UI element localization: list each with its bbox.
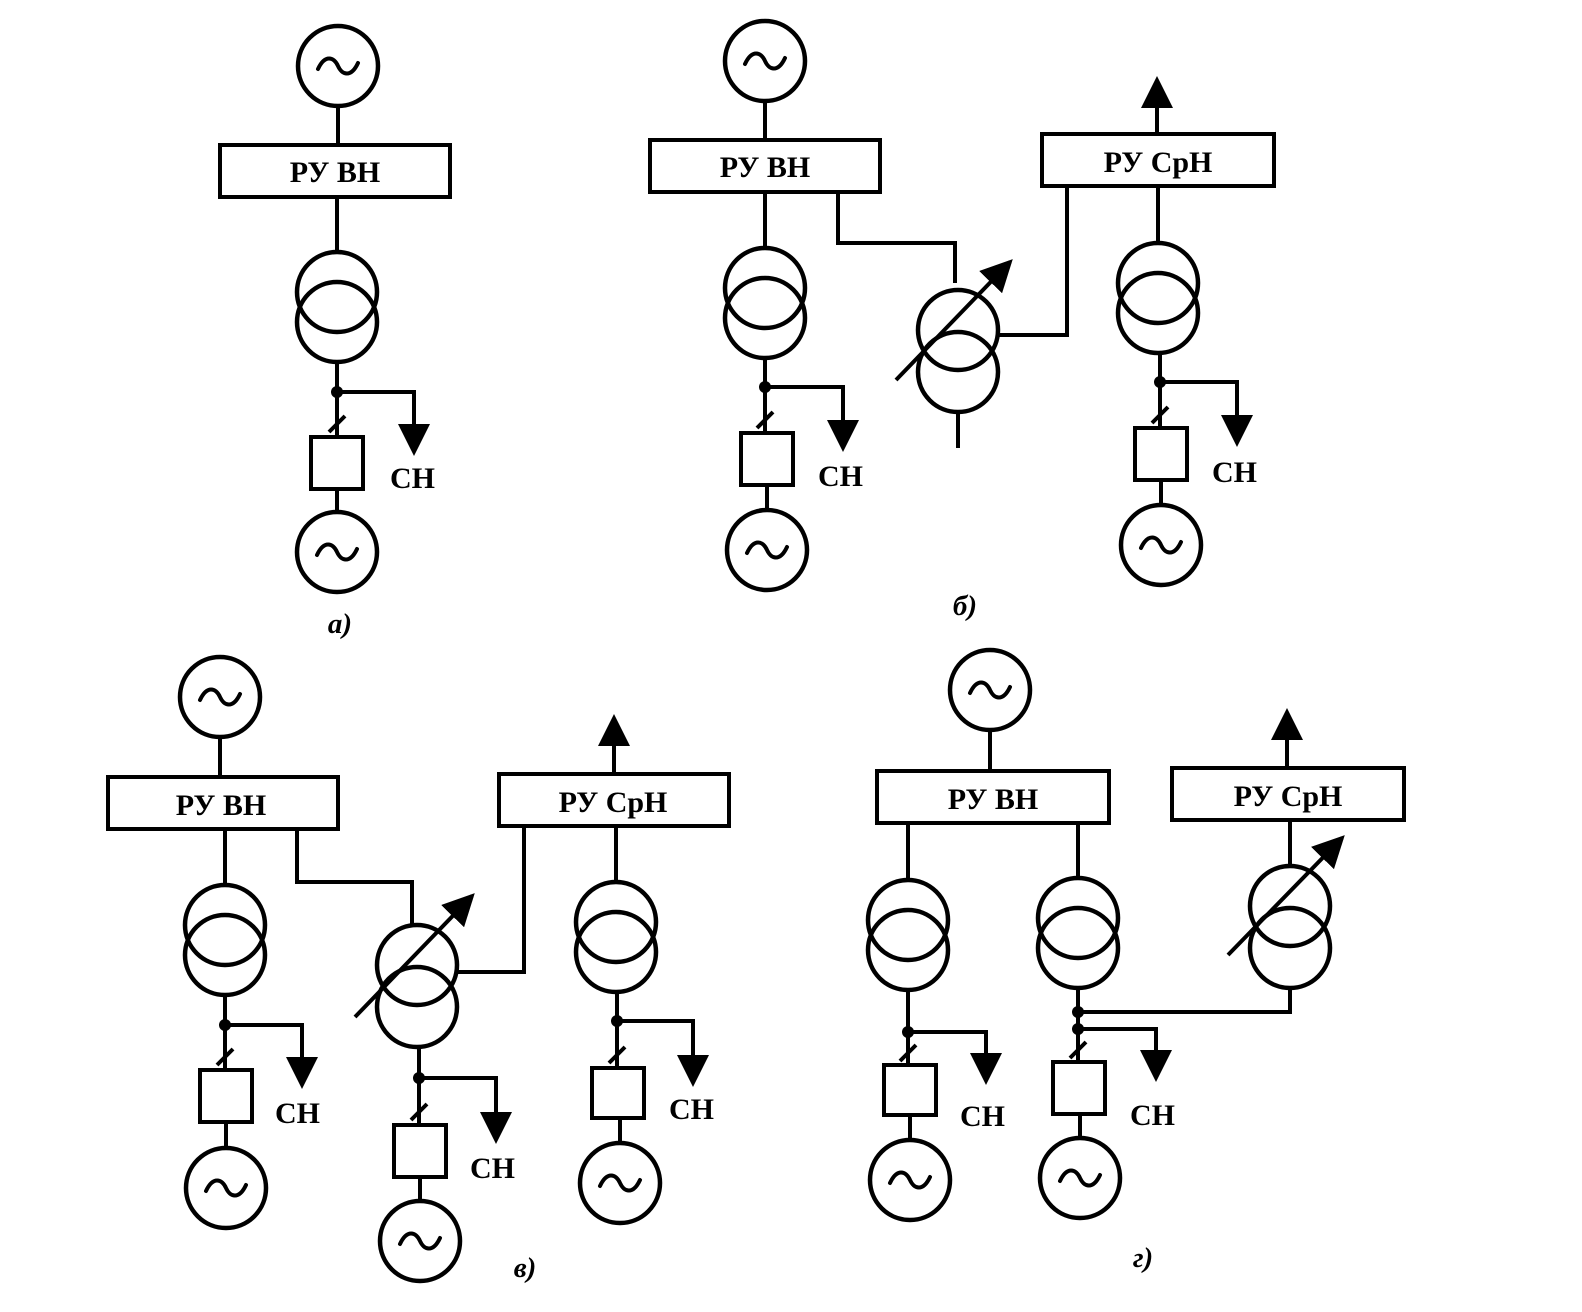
generator2-g bbox=[1037, 1135, 1123, 1221]
generator-tilde-g2 bbox=[888, 1170, 932, 1190]
aux-label2-v: СН bbox=[669, 1093, 714, 1126]
generator-tilde-v2 bbox=[204, 1178, 248, 1198]
generator-tilde-v3 bbox=[398, 1231, 442, 1251]
generator1-g bbox=[867, 1137, 953, 1223]
aux-label1-g: СН bbox=[960, 1100, 1005, 1133]
aux-label-at-v: СН bbox=[470, 1152, 515, 1185]
bus-hv-label-a: РУ ВН bbox=[290, 156, 380, 189]
aux-feeder-at-v bbox=[419, 1076, 512, 1144]
autotransformer-hv-link-v bbox=[295, 829, 414, 925]
bus-hv-v bbox=[106, 775, 340, 831]
transformer2-upper-winding-g bbox=[1035, 875, 1121, 961]
autotransformer-hv-link-b bbox=[836, 192, 957, 283]
circuit-breaker-b bbox=[739, 431, 795, 487]
generator-b bbox=[724, 507, 810, 593]
disconnector-mark1-g bbox=[898, 1043, 918, 1063]
circuit-breaker1-g bbox=[882, 1063, 938, 1117]
autotransformer-mv-link-v bbox=[457, 826, 526, 974]
autotransformer-upper-winding-g bbox=[1247, 863, 1333, 949]
autotransformer-lower-winding-g bbox=[1247, 905, 1333, 991]
scheme-g: РУ ВН СН СН РУ СрН bbox=[865, 647, 1406, 1274]
transformer2-upper-winding-b bbox=[1115, 240, 1201, 326]
transformer2-upper-winding-v bbox=[573, 879, 659, 965]
aux-feeder2-v bbox=[617, 1019, 709, 1087]
scheme-a: РУ ВН СН а) bbox=[218, 23, 452, 640]
caption-b: б) bbox=[953, 590, 977, 622]
bus-mv-label-v: РУ СрН bbox=[559, 786, 668, 819]
scheme-b: РУ ВН СН РУ СрН СН б) bbox=[648, 18, 1276, 622]
generator-v bbox=[183, 1145, 269, 1231]
disconnector-mark-a bbox=[327, 414, 347, 434]
caption-a: а) bbox=[328, 608, 352, 640]
aux-feeder2-g bbox=[1078, 1027, 1172, 1082]
generator-tilde-a2 bbox=[315, 542, 359, 562]
circuit-breaker-v bbox=[198, 1068, 254, 1124]
generator-tilde-v4 bbox=[598, 1173, 642, 1193]
aux-label-a: СН bbox=[390, 462, 435, 495]
generator-tilde-b2 bbox=[745, 540, 789, 560]
circuit-breaker-a bbox=[309, 435, 365, 491]
autotransformer-upper-winding-b bbox=[915, 287, 1001, 373]
disconnector-mark-at-v bbox=[409, 1102, 429, 1122]
caption-v: в) bbox=[514, 1252, 537, 1284]
autotransformer-upper-winding-v bbox=[374, 922, 460, 1008]
aux-feeder-b bbox=[765, 385, 859, 452]
aux-feeder-v bbox=[225, 1023, 318, 1089]
bus-hv-label-g: РУ ВН bbox=[948, 783, 1038, 816]
disconnector-mark-v bbox=[215, 1047, 235, 1067]
caption-g: г) bbox=[1133, 1242, 1153, 1274]
transformer1-upper-winding-g bbox=[865, 877, 951, 963]
disconnector-mark2-b bbox=[1150, 405, 1170, 425]
aux-label-v: СН bbox=[275, 1097, 320, 1130]
circuit-breaker2-g bbox=[1051, 1060, 1107, 1116]
regulation-arrow-g bbox=[1226, 835, 1345, 957]
generator-tilde-g3 bbox=[1058, 1168, 1102, 1188]
transformer-upper-winding-a bbox=[294, 249, 380, 335]
scheme-v: РУ ВН СН СН РУ СрН bbox=[106, 654, 731, 1284]
aux-feeder2-b bbox=[1160, 380, 1253, 447]
bus-mv-b bbox=[1040, 132, 1276, 188]
regulation-arrow-v bbox=[353, 893, 475, 1019]
transformer-upper-winding-b bbox=[722, 245, 808, 331]
generator-tilde-g1 bbox=[968, 680, 1012, 700]
generator-tilde-v1 bbox=[198, 687, 242, 707]
generator-tilde-a1 bbox=[316, 56, 360, 76]
aux-label-b: СН bbox=[818, 460, 863, 493]
generator-at-v bbox=[377, 1198, 463, 1284]
autotransformer-lv-link-g bbox=[1078, 988, 1292, 1014]
bus-hv-b bbox=[648, 138, 882, 194]
disconnector-mark2-g bbox=[1068, 1040, 1088, 1060]
aux-feeder-a bbox=[337, 390, 430, 456]
aux-feeder1-g bbox=[908, 1030, 1002, 1085]
aux-label2-b: СН bbox=[1212, 456, 1257, 489]
generator-tilde-b3 bbox=[1139, 535, 1183, 555]
circuit-breaker-at-v bbox=[392, 1123, 448, 1179]
generator2-b bbox=[1118, 502, 1204, 588]
bus-hv-a bbox=[218, 143, 452, 199]
autotransformer-mv-link-b bbox=[998, 186, 1069, 337]
bus-hv-label-v: РУ ВН bbox=[176, 789, 266, 822]
bus-hv-label-b: РУ ВН bbox=[720, 151, 810, 184]
regulation-arrow-b bbox=[894, 259, 1013, 382]
disconnector-mark2-v bbox=[607, 1045, 627, 1065]
circuit-breaker2-b bbox=[1133, 426, 1189, 482]
bus-hv-g bbox=[875, 769, 1111, 825]
aux-label2-g: СН bbox=[1130, 1099, 1175, 1132]
generator2-v bbox=[577, 1140, 663, 1226]
disconnector-mark-b bbox=[755, 410, 775, 430]
bus-mv-label-g: РУ СрН bbox=[1234, 780, 1343, 813]
generator-tilde-b1 bbox=[743, 51, 787, 71]
transformer-upper-winding-v bbox=[182, 882, 268, 968]
circuit-breaker2-v bbox=[590, 1066, 646, 1120]
generator-a bbox=[294, 509, 380, 595]
bus-mv-label-b: РУ СрН bbox=[1104, 146, 1213, 179]
